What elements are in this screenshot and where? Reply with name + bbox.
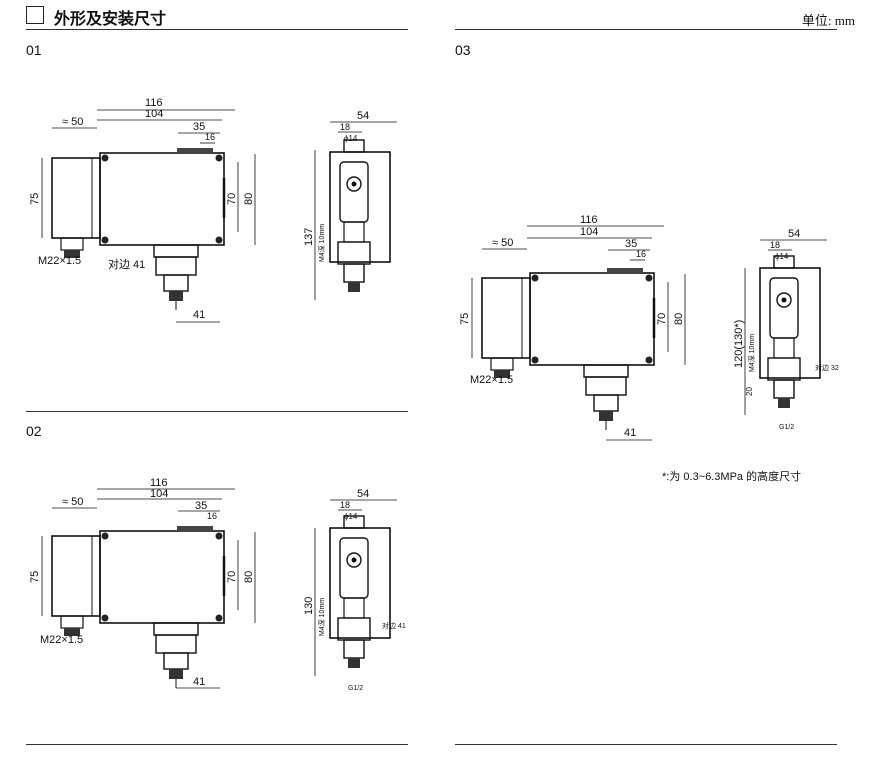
drawing-02-side (314, 499, 397, 676)
d03-w16: 16 (636, 249, 646, 259)
d01-thread: M22×1.5 (38, 255, 81, 267)
section-label-02: 02 (26, 423, 42, 439)
d03-h75: 75 (459, 313, 471, 325)
header-rule-left (26, 29, 408, 30)
d03-w116: 116 (580, 214, 598, 226)
header-rule-right (455, 29, 837, 30)
d03-h120: 120(130*) (733, 320, 745, 368)
d02-g12: G1/2 (348, 685, 363, 692)
d02-thread: M22×1.5 (40, 634, 83, 646)
drawing-01-side (314, 121, 397, 300)
footnote: *:为 0.3~6.3MPa 的高度尺寸 (662, 471, 802, 483)
d03-w41: 41 (624, 427, 636, 439)
d03-w50: ≈ 50 (492, 237, 513, 249)
d01-w16: 16 (205, 132, 215, 142)
drawing-03-side (744, 239, 827, 415)
d03-across32: 对边 32 (815, 363, 839, 372)
d02-h130: 130 (303, 597, 315, 615)
d01-w35: 35 (193, 121, 205, 133)
d03-g12: G1/2 (779, 424, 794, 431)
d02-w50: ≈ 50 (62, 496, 83, 508)
d01-m4: M4深 10mm (317, 224, 326, 262)
drawing-01-front (41, 109, 256, 323)
d03-w35: 35 (625, 238, 637, 250)
d01-h70: 70 (226, 193, 238, 205)
d01-h80: 80 (243, 193, 255, 205)
section-label-01: 01 (26, 42, 42, 58)
d01-across: 对边 41 (108, 257, 145, 271)
d01-w54: 54 (357, 110, 369, 122)
d02-w16: 16 (207, 511, 217, 521)
unit-label: 单位: mm (801, 13, 855, 28)
d01-dia14: ϕ14 (344, 134, 358, 143)
drawing-02-front (41, 488, 256, 690)
section-label-03: 03 (455, 42, 471, 58)
d01-w50: ≈ 50 (62, 116, 83, 128)
d03-m4: M4深 10mm (747, 334, 756, 372)
d03-w18: 18 (770, 240, 780, 250)
divider-01-02 (26, 411, 408, 412)
d02-m4: M4深 10mm (317, 598, 326, 636)
d01-w116: 116 (145, 97, 163, 109)
d01-h137: 137 (303, 228, 315, 246)
bottom-rule-right (455, 744, 837, 745)
page-title: 外形及安装尺寸 (54, 11, 167, 28)
d01-h75: 75 (29, 193, 41, 205)
d02-w54: 54 (357, 488, 369, 500)
d01-w104: 104 (145, 108, 163, 120)
d02-across41: 对边 41 (382, 621, 406, 630)
d02-w18: 18 (340, 500, 350, 510)
d02-dia14: ϕ14 (344, 512, 358, 521)
d03-w104: 104 (580, 226, 598, 238)
header-checkbox-icon (26, 6, 44, 24)
d03-thread: M22×1.5 (470, 374, 513, 386)
d03-h70: 70 (656, 313, 668, 325)
d02-h75: 75 (29, 571, 41, 583)
d02-w35: 35 (195, 500, 207, 512)
d02-h80: 80 (243, 571, 255, 583)
d02-w116: 116 (150, 477, 168, 489)
d02-h70: 70 (226, 571, 238, 583)
d03-h80: 80 (673, 313, 685, 325)
d02-w41: 41 (193, 676, 205, 688)
d03-dia14: ϕ14 (775, 252, 789, 261)
d02-w104: 104 (150, 488, 168, 500)
drawing-03-front (471, 225, 686, 441)
d03-h20: 20 (745, 387, 754, 396)
bottom-rule-left (26, 744, 408, 745)
d01-w18: 18 (340, 122, 350, 132)
d01-w41: 41 (193, 309, 205, 321)
d03-w54: 54 (788, 228, 800, 240)
